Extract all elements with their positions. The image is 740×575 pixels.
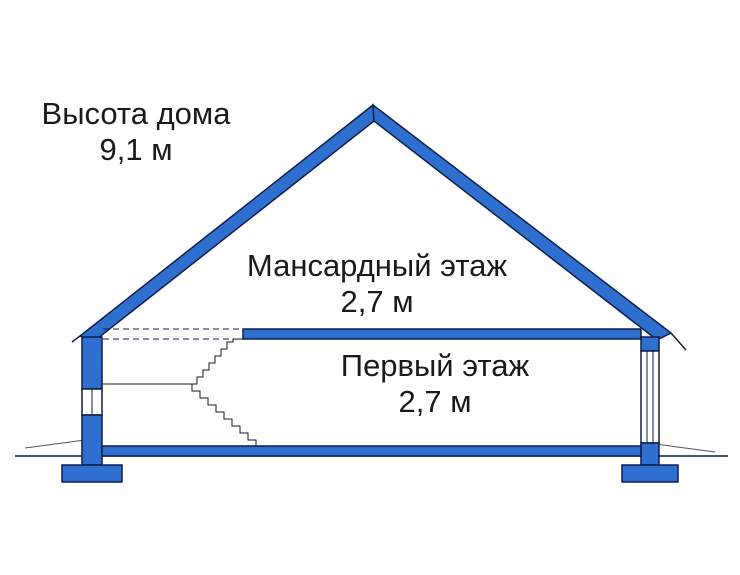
right-foundation [621, 464, 679, 483]
roof-right-slope [372, 103, 673, 341]
stair-lower-flight [191, 384, 264, 447]
attic-floor-slab [242, 328, 642, 340]
attic-floor-title: Мансардный этаж [246, 248, 508, 283]
roof-overhang-left [71, 335, 81, 343]
left-wall-lower [81, 414, 103, 466]
attic-floor-height: 2,7 м [340, 284, 414, 319]
house-height-value: 9,1 м [99, 132, 173, 167]
roof-overhang-right [670, 332, 687, 351]
right-wall-top [640, 336, 660, 352]
right-wall-bottom [640, 442, 660, 466]
house-height-title: Высота дома [41, 96, 231, 131]
grade-slope-left [24, 439, 86, 449]
roof-left-slope [78, 103, 375, 343]
first-floor-title: Первый этаж [340, 348, 530, 383]
left-wall-upper [81, 336, 103, 390]
first-floor-height: 2,7 м [398, 384, 472, 419]
staircase [102, 338, 264, 447]
right-wall-window [640, 350, 660, 444]
stair-upper-flight [192, 338, 243, 385]
left-foundation [61, 464, 123, 483]
ground-floor-slab [101, 445, 642, 457]
grade-slope-right [654, 443, 716, 453]
